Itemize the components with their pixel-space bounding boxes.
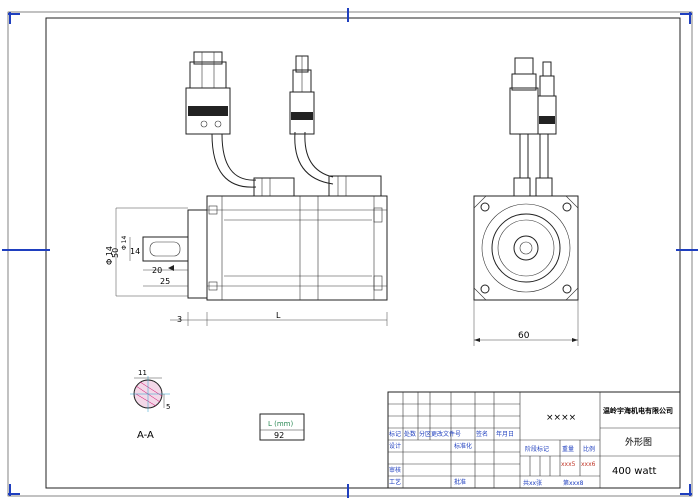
section-depth: 5: [166, 403, 170, 411]
section-width: 11: [138, 369, 147, 377]
dim-body-length: L: [276, 311, 281, 320]
section-aa: [130, 376, 170, 412]
dim-shaft-diameter-tol: Φ 14: [121, 236, 128, 250]
tb-review: 审核: [389, 466, 401, 474]
title-block: [387, 391, 681, 489]
length-header: L (mm): [268, 420, 293, 428]
motor-side-view: [142, 51, 388, 301]
tb-drawing-title: 外形图: [625, 436, 652, 448]
drawing-frame: [45, 17, 681, 489]
tb-date: 年月日: [496, 430, 514, 438]
tb-approve: 批准: [454, 478, 466, 486]
tb-scale: 比例: [583, 445, 595, 453]
dim-pilot-diameter: 50: [111, 248, 120, 258]
tb-count: 处数: [404, 430, 416, 438]
dim-shaft-diameter: Φ 14: [105, 246, 114, 265]
section-label: A-A: [137, 430, 154, 441]
dim-key-length: 14: [130, 247, 140, 256]
tb-change-doc: 更改文件号: [431, 430, 461, 438]
centering-marks: [2, 8, 698, 498]
side-view-dimensions: [115, 207, 388, 326]
tb-process: 工艺: [389, 478, 401, 486]
tb-scale-value: xxx6: [581, 461, 596, 468]
dim-shaft-length: 25: [160, 277, 170, 286]
tb-weight: 重量: [562, 445, 574, 453]
dim-flange-thickness: 3: [177, 315, 182, 324]
motor-end-view: [473, 57, 579, 346]
tb-standardize: 标准化: [454, 442, 472, 450]
tb-sheets: 共xx张: [523, 479, 542, 487]
tb-sheet-no: 第xxx8: [563, 479, 584, 487]
tb-weight-value: xxx5: [561, 461, 576, 468]
length-value: 92: [274, 431, 284, 440]
trim-border: [7, 11, 693, 497]
dim-flange-width: 60: [518, 331, 530, 341]
tb-company: 温岭宇海机电有限公司: [603, 406, 673, 415]
tb-zone: 分区: [419, 430, 431, 438]
tb-sign: 签名: [476, 430, 488, 438]
tb-stage-mark: 阶段标记: [525, 445, 549, 453]
tb-drawing-code: ××××: [546, 413, 576, 423]
tb-spec: 400 watt: [612, 466, 656, 477]
tb-mark: 标记: [389, 430, 401, 438]
length-table: [259, 413, 305, 441]
dim-key-offset: 20: [152, 266, 162, 275]
tb-design: 设计: [389, 442, 401, 450]
